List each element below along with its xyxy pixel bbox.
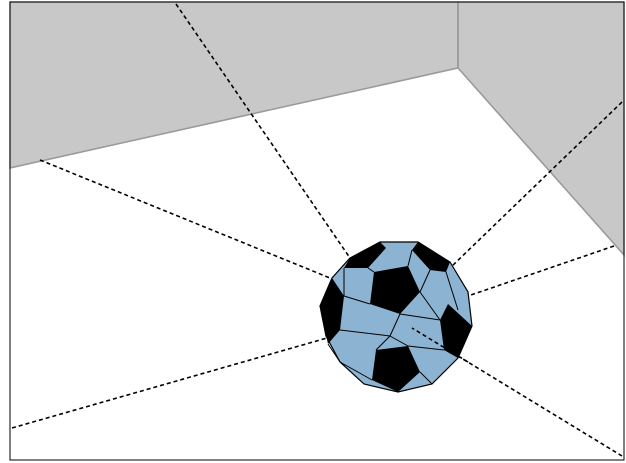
room-scene-diagram [0, 0, 626, 463]
